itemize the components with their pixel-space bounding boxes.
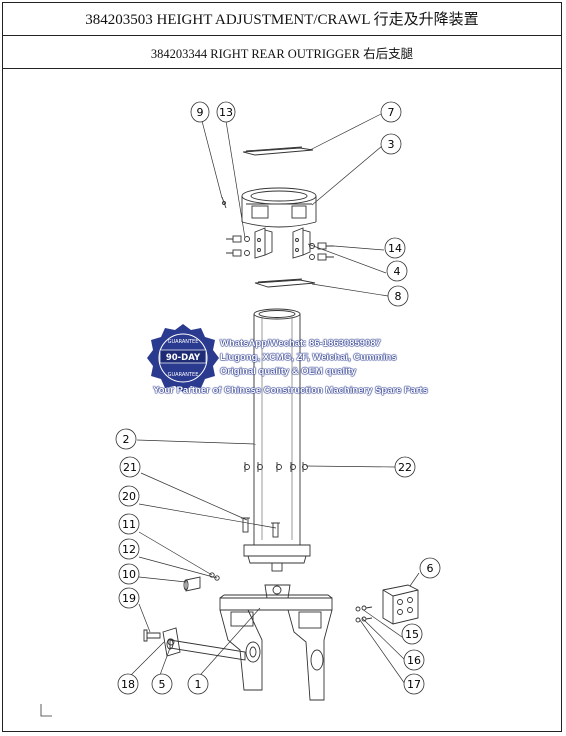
callout-18: 18 xyxy=(117,673,139,695)
part-13-bolts xyxy=(226,235,250,257)
callout-16: 16 xyxy=(403,649,425,671)
callout-17: 17 xyxy=(403,673,425,695)
callout-label: 21 xyxy=(123,461,137,474)
callout-label: 22 xyxy=(398,461,412,474)
part-4-clamps xyxy=(254,227,311,259)
callout-3: 3 xyxy=(380,133,402,155)
callout-label: 12 xyxy=(122,543,136,556)
part-2-main-tube xyxy=(243,308,311,572)
corner-marker xyxy=(40,704,52,717)
callout-2: 2 xyxy=(115,428,137,450)
callout-label: 10 xyxy=(122,568,136,581)
page-title: 384203503 HEIGHT ADJUSTMENT/CRAWL 行走及升降装… xyxy=(2,2,562,36)
callout-8: 8 xyxy=(387,285,409,307)
part-21-bolt xyxy=(241,517,250,533)
part-14-bolts xyxy=(309,242,334,261)
callout-10: 10 xyxy=(118,563,140,585)
callout-label: 9 xyxy=(197,106,204,119)
watermark-contact: WhatsApp/Wechat: 86-18630859087 xyxy=(220,338,381,349)
callout-label: 6 xyxy=(427,562,434,575)
callout-label: 14 xyxy=(388,242,402,255)
callout-label: 16 xyxy=(407,654,421,667)
part-5-plate xyxy=(162,627,181,657)
callout-label: 20 xyxy=(122,490,136,503)
callout-20: 20 xyxy=(118,485,140,507)
watermark-brands: Liugong, XCMG, ZF, Weichai, Cummins xyxy=(220,352,397,363)
assembly-subtitle: 384203344 RIGHT REAR OUTRIGGER 右后支腿 xyxy=(2,36,562,69)
part-20-bolt xyxy=(271,522,280,538)
callout-19: 19 xyxy=(118,587,140,609)
callout-label: 3 xyxy=(388,138,395,151)
part-6-plate xyxy=(382,584,419,625)
exploded-view-drawing: 9 13 7 3 14 4 8 2 21 22 20 11 12 10 6 19… xyxy=(40,101,441,717)
callout-label: 1 xyxy=(195,678,202,691)
callouts: 9 13 7 3 14 4 8 2 21 22 20 11 12 10 6 19… xyxy=(115,101,441,695)
callout-label: 7 xyxy=(388,106,395,119)
callout-label: 8 xyxy=(395,290,402,303)
part-1-lower-frame xyxy=(166,584,333,701)
callout-label: 11 xyxy=(122,518,136,531)
callout-6: 6 xyxy=(419,557,441,579)
callout-5: 5 xyxy=(151,673,173,695)
callout-15: 15 xyxy=(401,623,423,645)
callout-4: 4 xyxy=(386,260,408,282)
leader-lines xyxy=(130,113,420,685)
part-7-gasket xyxy=(242,146,314,156)
callout-label: 4 xyxy=(394,265,401,278)
callout-13: 13 xyxy=(216,101,236,123)
callout-7: 7 xyxy=(380,101,402,123)
callout-label: 5 xyxy=(159,678,166,691)
watermark-tagline: Your Partner of Chinese Construction Mac… xyxy=(153,385,428,396)
callout-label: 15 xyxy=(405,628,419,641)
callout-label: 13 xyxy=(219,106,233,119)
callout-label: 18 xyxy=(121,678,135,691)
part-19-bolt xyxy=(143,629,161,642)
part-3-top-collar xyxy=(241,187,317,228)
callout-label: 19 xyxy=(122,592,136,605)
callout-22: 22 xyxy=(394,456,416,478)
callout-14: 14 xyxy=(384,237,406,259)
callout-21: 21 xyxy=(119,456,141,478)
callout-label: 17 xyxy=(407,678,421,691)
callout-12: 12 xyxy=(118,538,140,560)
callout-1: 1 xyxy=(187,673,209,695)
part-8-gasket xyxy=(254,278,316,288)
callout-label: 2 xyxy=(123,433,130,446)
callout-11: 11 xyxy=(118,513,140,535)
watermark-quality: Original quality & OEM quality xyxy=(220,366,357,377)
part-9-pin xyxy=(221,196,227,209)
part-10-pin xyxy=(183,576,201,592)
callout-9: 9 xyxy=(190,101,210,123)
part-11-12-washers xyxy=(209,572,220,581)
